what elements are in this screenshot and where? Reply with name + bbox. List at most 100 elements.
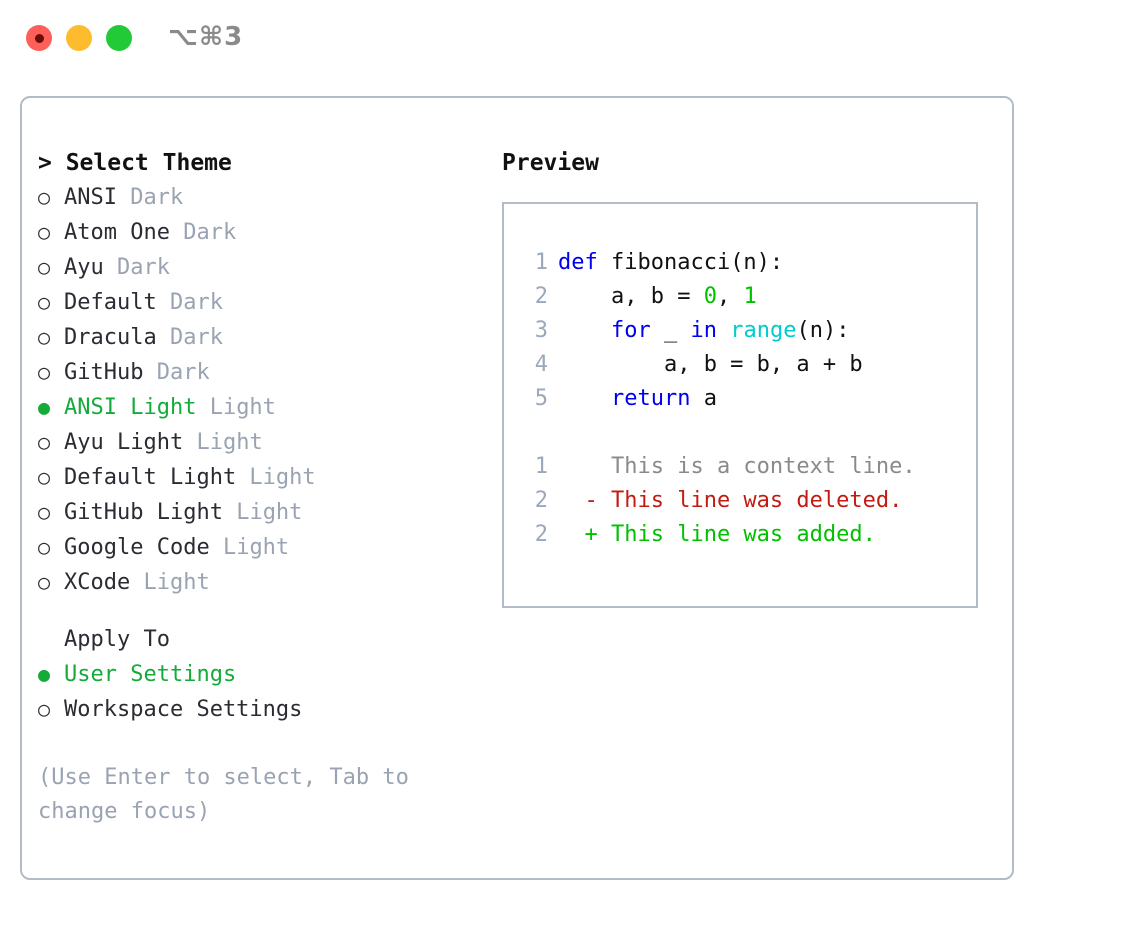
theme-option-ansi-light[interactable]: ● ANSI Light Light <box>38 390 498 425</box>
window-titlebar: ⌥⌘3 <box>0 0 1140 78</box>
radio-selected-icon: ● <box>38 662 51 686</box>
minimize-button[interactable] <box>66 25 92 51</box>
theme-option-label: Atom One <box>64 220 170 245</box>
spacer-bullet: ○ <box>38 622 64 656</box>
code-token-fn: range <box>730 318 797 343</box>
radio-unselected-icon: ○ <box>38 185 51 209</box>
diff-line-ctx: 1 This is a context line. <box>514 450 916 484</box>
radio-unselected-icon: ○ <box>38 570 51 594</box>
line-number: 4 <box>534 352 548 377</box>
theme-option-label: Default Light <box>64 465 237 490</box>
code-line: 1 def fibonacci(n): <box>514 246 916 280</box>
section-spacer <box>38 600 498 622</box>
page-title: > Select Theme <box>38 150 232 176</box>
theme-option-ansi[interactable]: ○ ANSI Dark <box>38 180 498 215</box>
code-token-id <box>558 314 611 348</box>
theme-option-label: GitHub Light <box>64 500 223 525</box>
theme-option-github[interactable]: ○GitHub Dark <box>38 355 498 390</box>
apply-to-option-list: ● User Settings ○ Workspace Settings <box>38 657 498 727</box>
theme-option-ayu[interactable]: ○ Ayu Dark <box>38 250 498 285</box>
theme-option-kind: Light <box>222 500 303 525</box>
line-number: 5 <box>534 386 548 411</box>
theme-option-label: Dracula <box>64 325 157 350</box>
code-line: 4 a, b = b, a + b <box>514 348 916 382</box>
apply-to-option-workspace-settings[interactable]: ○ Workspace Settings <box>38 692 498 727</box>
content-card: > Select Theme ○ANSI Dark○Atom One Dark○… <box>20 96 1014 880</box>
line-number: 2 <box>534 488 548 513</box>
code-line: 2 a, b = 0, 1 <box>514 280 916 314</box>
theme-option-label: Ayu <box>64 255 104 280</box>
theme-option-kind: Light <box>130 570 210 595</box>
theme-option-default-light[interactable]: ○ Default Light Light <box>38 460 498 495</box>
theme-option-label: ANSI Light <box>64 395 197 420</box>
line-number: 1 <box>534 454 548 479</box>
line-number: 2 <box>534 522 548 547</box>
theme-option-github-light[interactable]: ○ GitHub Light Light <box>38 495 498 530</box>
diff-line-del: 2 - This line was deleted. <box>514 484 916 518</box>
code-token-id: _ <box>650 318 691 343</box>
code-token-id: , <box>716 284 744 309</box>
code-token-id: a <box>690 386 717 411</box>
line-number: 1 <box>534 250 548 275</box>
code-token-kw: for <box>610 318 651 343</box>
radio-unselected-icon: ○ <box>38 325 51 349</box>
diff-line-text: This is a context line. <box>558 454 916 479</box>
apply-to-heading-row: ○ Apply To <box>38 622 498 657</box>
line-number: 2 <box>534 284 548 309</box>
theme-option-kind: Dark <box>116 185 184 210</box>
apply-to-option-label: Workspace Settings <box>64 697 303 722</box>
radio-unselected-icon: ○ <box>38 697 51 721</box>
apply-to-option-label: User Settings <box>64 662 237 687</box>
theme-option-google-code[interactable]: ○Google Code Light <box>38 530 498 565</box>
code-token-id: fibonacci(n): <box>610 250 784 275</box>
theme-picker-panel: > Select Theme ○ANSI Dark○Atom One Dark○… <box>38 146 498 829</box>
theme-option-kind: Light <box>196 395 276 420</box>
radio-unselected-icon: ○ <box>38 500 51 524</box>
theme-option-kind: Dark <box>156 290 223 315</box>
code-token-num: 0 <box>703 284 717 309</box>
theme-option-kind: Light <box>183 430 263 455</box>
code-token-id <box>717 314 730 348</box>
radio-selected-icon: ● <box>38 395 51 419</box>
code-line: 5 return a <box>514 382 916 416</box>
theme-option-label: Ayu Light <box>64 430 184 455</box>
theme-option-kind: Dark <box>143 360 210 385</box>
radio-unselected-icon: ○ <box>38 360 51 384</box>
code-token-kw: return <box>610 386 691 411</box>
code-token-id <box>558 382 611 416</box>
diff-line-text: + This line was added. <box>558 522 876 547</box>
radio-unselected-icon: ○ <box>38 430 51 454</box>
close-button[interactable] <box>26 25 52 51</box>
theme-option-ayu-light[interactable]: ○ Ayu Light Light <box>38 425 498 460</box>
theme-option-atom-one[interactable]: ○Atom One Dark <box>38 215 498 250</box>
theme-option-list: ○ANSI Dark○Atom One Dark○Ayu Dark○Defaul… <box>38 180 498 600</box>
diff-line-text: - This line was deleted. <box>558 488 903 513</box>
theme-option-label: XCode <box>64 570 131 595</box>
code-token-id: a, b = <box>558 284 704 309</box>
theme-option-default[interactable]: ○Default Dark <box>38 285 498 320</box>
code-token-kw: def <box>558 250 611 275</box>
theme-option-kind: Dark <box>103 255 170 280</box>
line-number: 3 <box>534 318 548 343</box>
radio-unselected-icon: ○ <box>38 535 51 559</box>
theme-option-kind: Light <box>236 465 316 490</box>
code-token-id: a, b = b, a + b <box>558 352 863 377</box>
code-blank-line <box>514 416 916 450</box>
theme-option-kind: Dark <box>169 220 237 245</box>
maximize-button[interactable] <box>106 25 132 51</box>
code-token-id: (n): <box>796 318 850 343</box>
traffic-light-controls <box>26 25 132 51</box>
radio-unselected-icon: ○ <box>38 465 51 489</box>
theme-option-xcode[interactable]: ○ XCode Light <box>38 565 498 600</box>
theme-option-dracula[interactable]: ○Dracula Dark <box>38 320 498 355</box>
apply-to-option-user-settings[interactable]: ● User Settings <box>38 657 498 692</box>
theme-option-label: Google Code <box>64 535 210 560</box>
apply-to-heading: Apply To <box>64 627 170 652</box>
code-line: 3 for _ in range(n): <box>514 314 916 348</box>
code-token-kw: in <box>690 318 717 343</box>
theme-option-label: ANSI <box>64 185 117 210</box>
radio-unselected-icon: ○ <box>38 255 51 279</box>
